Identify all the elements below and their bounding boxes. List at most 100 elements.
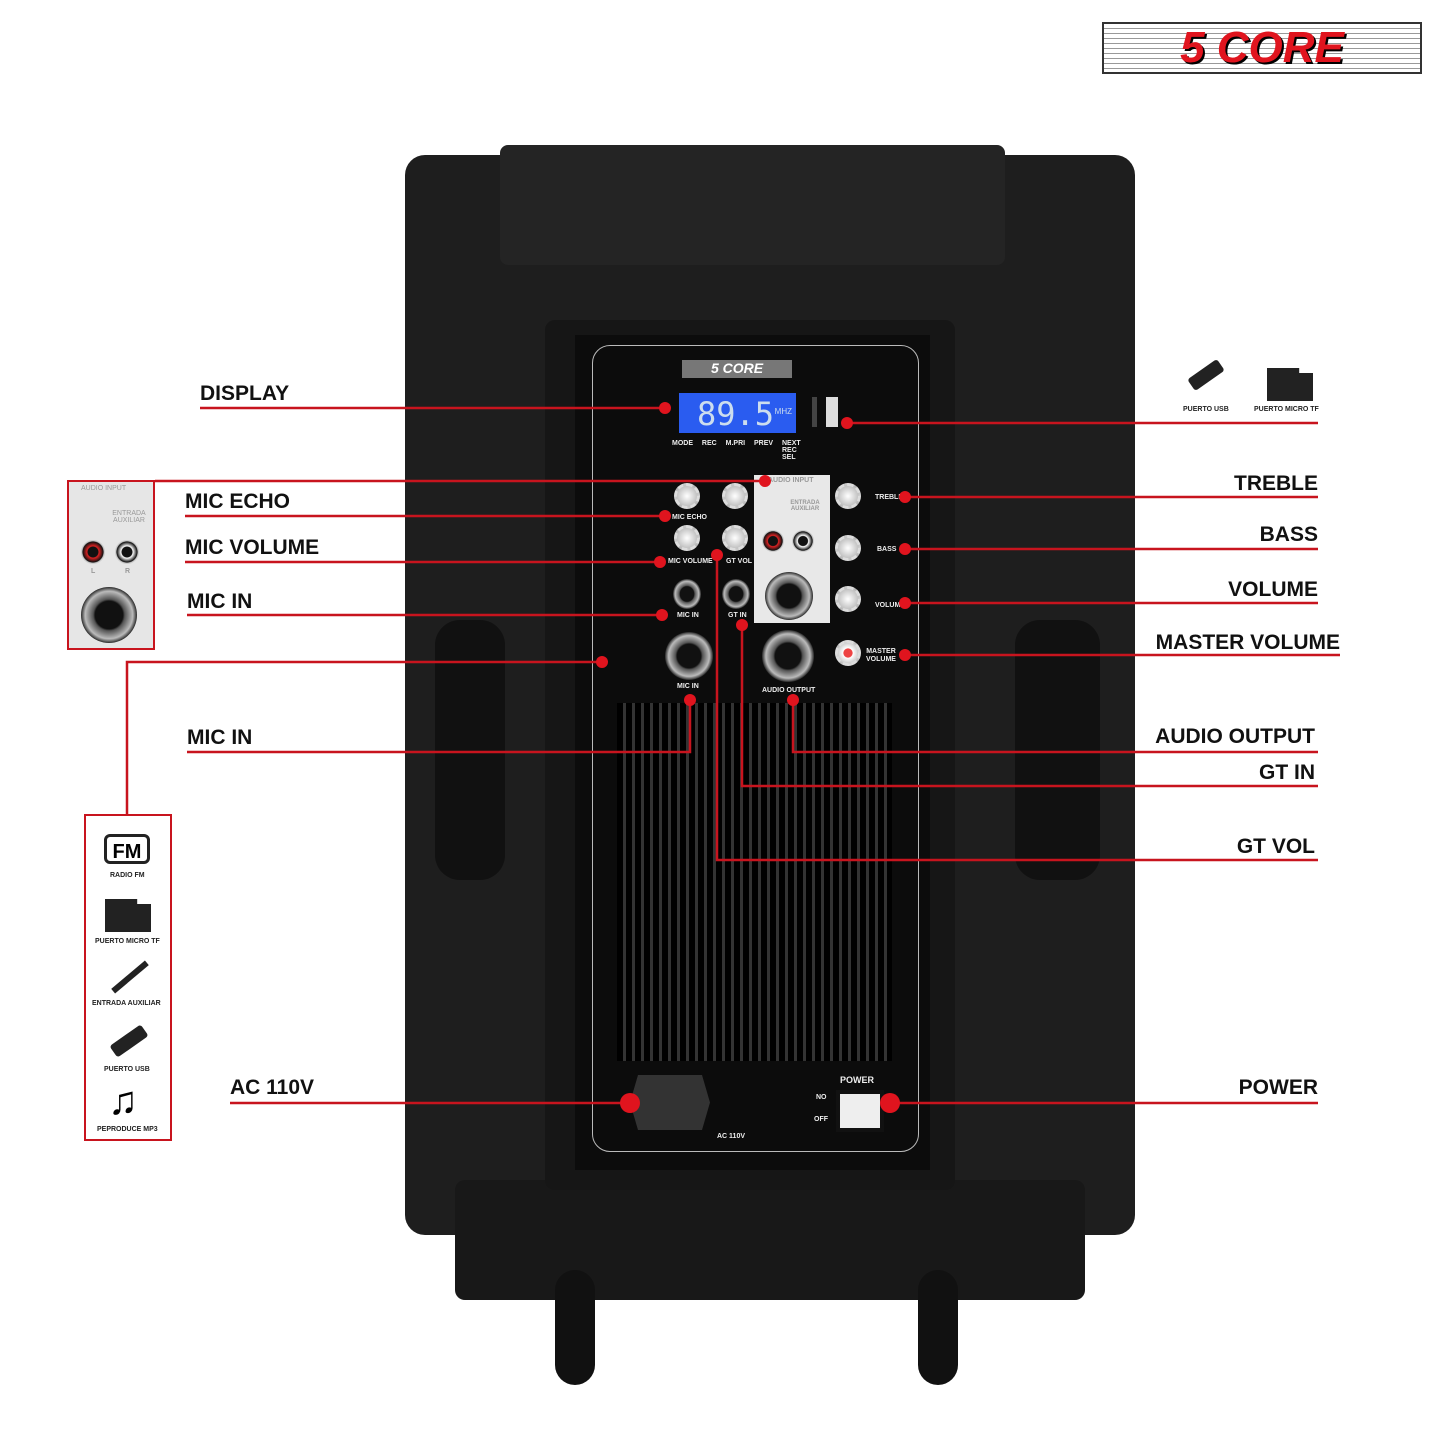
- master-volume-panel-label: MASTER VOLUME: [866, 648, 896, 663]
- gt-vol-label: GT VOL: [726, 558, 753, 565]
- dot-audio-output: [787, 694, 799, 706]
- mic-volume-label: MIC VOLUME: [668, 558, 713, 565]
- mic-bass-knob[interactable]: [722, 483, 748, 509]
- dot-gt-in: [736, 619, 748, 631]
- feature-box: FM RADIO FM PUERTO MICRO TF ENTRADA AUXI…: [84, 814, 172, 1141]
- callout-display: DISPLAY: [200, 382, 290, 405]
- fm-glyph: FM: [112, 841, 142, 863]
- panel-audio-input-label: AUDIO INPUT: [768, 477, 814, 484]
- panel-ac-label: AC 110V: [717, 1133, 746, 1140]
- callout-mic-echo: MIC ECHO: [185, 490, 290, 513]
- feature-usb-label: PUERTO USB: [104, 1066, 150, 1073]
- dot-gt-vol: [711, 549, 723, 561]
- mic-volume-knob[interactable]: [674, 525, 700, 551]
- mic-echo-knob[interactable]: [674, 483, 700, 509]
- bass-knob[interactable]: [835, 535, 861, 561]
- microsd-icon: [105, 899, 151, 932]
- mic-echo-label: MIC ECHO: [672, 514, 707, 521]
- aux-jack-icon: [111, 960, 149, 994]
- bass-panel-label: BASS: [877, 546, 897, 553]
- dot-mic-echo: [659, 510, 671, 522]
- line-mic-in-xlr: [187, 700, 692, 754]
- mic-in-label: MIC IN: [677, 612, 699, 619]
- panel-logo: 5 CORE: [682, 360, 792, 378]
- dot-mic-in: [656, 609, 668, 621]
- button-prev[interactable]: PREV: [754, 440, 774, 447]
- fm-radio-icon: FM: [104, 834, 150, 864]
- line-audio-output: [791, 700, 1318, 754]
- panel-off-label: OFF: [814, 1116, 828, 1123]
- mic-in-xlr-label: MIC IN: [677, 683, 699, 690]
- display-frequency: 89.5: [697, 395, 775, 433]
- dot-mic-volume: [654, 556, 666, 568]
- microsd-slot[interactable]: [812, 397, 817, 427]
- callout-audio-output: AUDIO OUTPUT: [1155, 725, 1315, 748]
- feature-microsd-label: PUERTO MICRO TF: [95, 938, 160, 945]
- audio-output-jack[interactable]: [762, 630, 814, 682]
- side-grip-right: [1015, 620, 1100, 880]
- dot-display: [659, 402, 671, 414]
- wheel-left: [555, 1270, 595, 1385]
- audio-input-inset: AUDIO INPUT ENTRADA AUXILIAR L R: [67, 480, 155, 650]
- button-mpri[interactable]: M.PRI: [725, 440, 746, 447]
- aux-xlr-jack[interactable]: [765, 572, 813, 620]
- dot-ac: [620, 1093, 640, 1113]
- dot-master-volume: [899, 649, 911, 661]
- line-gt-vol: [715, 555, 1318, 862]
- treble-panel-label: TREBLE: [875, 494, 903, 501]
- inset-title: AUDIO INPUT: [81, 485, 127, 492]
- display-unit: MHZ: [774, 407, 792, 416]
- feature-fm-label: RADIO FM: [110, 872, 145, 879]
- dot-mic-in-xlr: [684, 694, 696, 706]
- button-next[interactable]: NEXT REC SEL: [781, 440, 801, 461]
- button-rec[interactable]: REC: [701, 440, 717, 447]
- treble-knob[interactable]: [835, 483, 861, 509]
- panel-entrada-label: ENTRADA AUXILIAR: [790, 500, 820, 512]
- usb-icon-label: PUERTO USB: [1183, 406, 1229, 413]
- volume-panel-label: VOLUME: [875, 602, 905, 609]
- callout-bass: BASS: [1259, 523, 1318, 546]
- dot-volume: [899, 597, 911, 609]
- callout-ac: AC 110V: [230, 1076, 315, 1099]
- audio-output-label: AUDIO OUTPUT: [762, 687, 816, 694]
- dot-power: [880, 1093, 900, 1113]
- lcd-display: 89.5 MHZ: [679, 393, 796, 433]
- callout-power: POWER: [1238, 1076, 1318, 1099]
- dot-audio-input: [759, 475, 771, 487]
- button-row: MODE REC M.PRI PREV NEXT REC SEL: [672, 440, 802, 461]
- inset-subtitle: ENTRADA AUXILIAR: [112, 510, 146, 524]
- volume-knob[interactable]: [835, 586, 861, 612]
- gt-vol-knob[interactable]: [722, 525, 748, 551]
- master-volume-knob[interactable]: [835, 640, 861, 666]
- rca-left-jack[interactable]: [762, 530, 784, 552]
- brand-logo: 5 CORE: [1102, 22, 1422, 74]
- panel-logo-text: 5 CORE: [710, 360, 764, 376]
- dot-features: [596, 656, 608, 668]
- heatsink: [617, 703, 892, 1061]
- inset-rca-right: [115, 540, 139, 564]
- panel-on-label: NO: [816, 1094, 827, 1101]
- microsd-icon-label: PUERTO MICRO TF: [1254, 406, 1319, 413]
- usb-port[interactable]: [826, 397, 838, 427]
- gt-in-jack[interactable]: [722, 579, 750, 609]
- speaker-handle: [500, 145, 1005, 265]
- ac-inlet[interactable]: [630, 1075, 710, 1130]
- rca-right-jack[interactable]: [792, 530, 814, 552]
- mic-in-xlr-jack[interactable]: [665, 632, 713, 680]
- dot-treble: [899, 491, 911, 503]
- callout-gt-in: GT IN: [1259, 761, 1315, 784]
- inset-r: R: [125, 568, 131, 575]
- power-switch[interactable]: [836, 1090, 884, 1132]
- line-gt-in: [740, 625, 1318, 788]
- callout-master-volume: MASTER VOLUME: [1155, 631, 1340, 654]
- mic-in-jack[interactable]: [673, 579, 701, 609]
- callout-mic-volume: MIC VOLUME: [185, 536, 320, 559]
- inset-l: L: [91, 568, 96, 575]
- callout-volume: VOLUME: [1228, 578, 1318, 601]
- callout-mic-in-xlr: MIC IN: [187, 726, 253, 749]
- brand-logo-text: 5 CORE: [1180, 23, 1344, 72]
- side-grip-left: [435, 620, 505, 880]
- button-mode[interactable]: MODE: [672, 440, 693, 447]
- dot-bass: [899, 543, 911, 555]
